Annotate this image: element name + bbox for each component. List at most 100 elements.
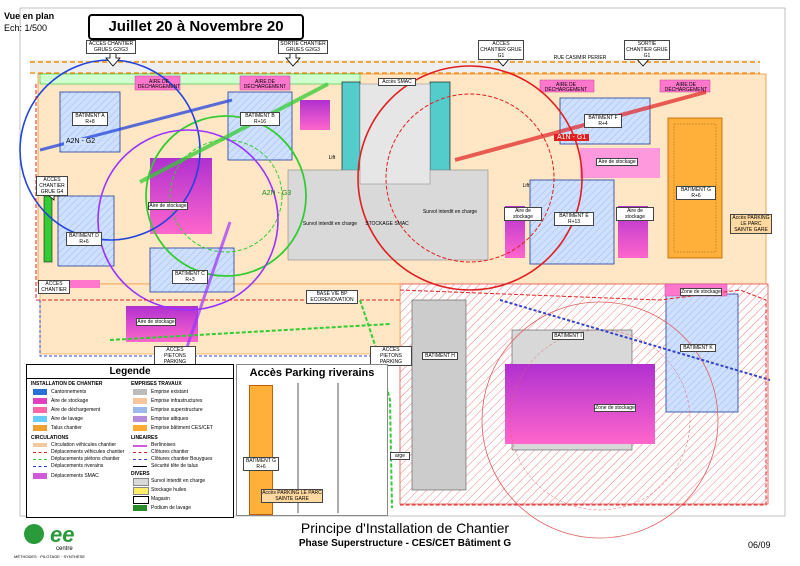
legend-item: Circulation véhicules chantier (51, 442, 117, 448)
legend-item: Emprise attiques (151, 416, 189, 422)
label-acces-g4: ACCES CHANTIER GRUE G4 (36, 176, 68, 196)
legend-div-title: DIVERS (131, 471, 150, 477)
legend-item: Emprise infrastructures (151, 398, 203, 404)
legend-swatch-magasin (133, 496, 149, 504)
label-acces-chantier: ACCES CHANTIER (38, 280, 70, 294)
label-bat-k: BATIMENT K (680, 344, 716, 352)
label-bat-g: BATIMENT G R+6 (676, 186, 716, 200)
legend-swatch-existant (133, 389, 147, 395)
legend-swatch-cantonnement (33, 389, 47, 395)
label-zone-stockage-2: Zone de stockage (594, 404, 636, 412)
legend-item: Berlinoises (151, 442, 176, 448)
logo-text: centre (56, 546, 73, 552)
label-crane-g2: A2N - G2 (64, 138, 98, 145)
survol-zone (287, 169, 489, 261)
label-bat-e: BATIMENT E R+13 (554, 212, 594, 226)
legend-item: Clôtures chantier (151, 449, 189, 455)
label-bat-h: BATIMENT H (422, 352, 458, 360)
label-dechargement-2: AIRE DE DÉCHARGEMENT (243, 79, 287, 90)
legend-item: Déplacements véhicules chantier (51, 449, 125, 455)
legend-item: Podium de lavage (151, 505, 192, 511)
legend-item: Déplacements riverains (51, 463, 104, 469)
legend-swatch-depl (33, 452, 47, 453)
label-acces-smac: Accès SMAC (378, 78, 416, 86)
legend-swatch-huiles (133, 487, 149, 495)
label-base-vie: BASE VIE BP ECORENOVATION (306, 290, 358, 304)
parking-title: Accès Parking riverains (249, 367, 375, 379)
logo-tagline: MÉTHODES · PILOTAGE · SYNTHÈSE (14, 554, 86, 559)
label-aire-stockage-3: Aire de stockage (504, 207, 542, 221)
drawing-subtitle: Phase Superstructure - CES/CET Bâtiment … (298, 538, 512, 549)
legend-item: Emprise superstructure (151, 407, 203, 413)
legend-col2-title: EMPRISES TRAVAUX (131, 381, 182, 387)
storage-magenta-1 (150, 158, 212, 234)
label-crane-g1: A1N - G1 (554, 134, 590, 141)
legend-item: Cantonnements (51, 389, 87, 395)
company-logo: ee centre MÉTHODES · PILOTAGE · SYNTHÈSE (14, 520, 92, 560)
legend-item: Aire de déchargement (51, 407, 101, 413)
label-survol-2: Survol interdit en charge (422, 209, 478, 215)
label-sortie-g1: SORTIE CHANTIER GRUE G1 (624, 40, 670, 60)
label-zone-stockage-1: Zone de stockage (680, 288, 722, 296)
label-pietons-1: ACCES PIETONS PARKING (154, 346, 196, 366)
legend-swatch-super (133, 407, 147, 413)
legend-item: Déplacements SMAC (51, 473, 99, 479)
legend-swatch-pietons (33, 459, 47, 460)
label-dechargement-3: AIRE DE DÉCHARGEMENT (544, 82, 588, 93)
label-sortie-g2g3: SORTIE CHANTIER GRUES G2/G3 (278, 40, 328, 54)
legend-item: Emprise bâtiment CES/CET (151, 425, 213, 431)
legend-swatch-berlinoises (133, 445, 147, 447)
legend-swatch-circ (33, 443, 47, 447)
legend-title: Legende (27, 365, 233, 379)
parking-road-line-2 (337, 383, 339, 513)
label-survol-1: Survol interdit en charge (302, 221, 358, 227)
legend-swatch-attiques (133, 416, 147, 422)
legend-swatch-clotures-bouygues (133, 459, 147, 460)
lift-column-west (341, 81, 361, 173)
parking-bat-g: BATIMENT G R+6 (243, 457, 279, 471)
legend-item: Magasin (151, 496, 170, 502)
crane-g3-radius (145, 115, 307, 277)
label-rue: RUE CASIMIR PERIER (553, 55, 607, 61)
parking-riverains-inset: Accès Parking riverains BATIMENT G R+6 A… (236, 364, 388, 516)
legend-item: Clôtures chantier Bouygues (151, 456, 213, 462)
label-bat-b: BATIMENT B R+16 (240, 112, 280, 126)
legend-item: Stockage huiles (151, 487, 187, 493)
legend-swatch-talus (33, 425, 47, 431)
legend-item: Talus chantier (51, 425, 82, 431)
legend-swatch-dechargement (33, 407, 47, 413)
logo-mark-icon: ee (24, 522, 74, 547)
label-aire-stockage-2: Aire de stockage (596, 158, 638, 166)
label-bat-c: BATIMENT C R+3 (172, 270, 208, 284)
label-bat-d: BATIMENT D R+6 (66, 232, 102, 246)
label-dechargement-1: AIRE DE DÉCHARGEMENT (137, 79, 181, 90)
label-aire-stockage-5: Aire de stockage (136, 318, 176, 326)
svg-text:ee: ee (50, 522, 74, 547)
legend-item: Emprise existant (151, 389, 188, 395)
parking-gare-label: Accès PARKING LE PARC SAINTE GARE (261, 489, 323, 503)
label-acces-g2g3: ACCES CHANTIER GRUES G2/G3 (86, 40, 136, 54)
legend-circ-title: CIRCULATIONS (31, 435, 69, 441)
label-arge: arge (390, 452, 410, 460)
legend-swatch-riverains (33, 466, 47, 467)
label-lift-1: Lift (328, 155, 336, 161)
legend-swatch-lavage (33, 416, 47, 422)
view-label: Vue en plan (4, 11, 55, 21)
label-stockage-smac: STOCKAGE SMAC (365, 221, 409, 227)
legend: Legende INSTALLATION DE CHANTIER Cantonn… (26, 364, 234, 518)
storage-magenta-6 (300, 100, 330, 130)
legend-swatch-clotures (133, 452, 147, 453)
label-bat-i: BATIMENT I (552, 332, 584, 340)
period-banner: Juillet 20 à Novembre 20 (88, 14, 304, 40)
legend-item: Aire de stockage (51, 398, 89, 404)
legend-item: Déplacements piétons chantier (51, 456, 120, 462)
label-dechargement-4: AIRE DE DÉCHARGEMENT (664, 82, 708, 93)
label-bat-a: BATIMENT A R+8 (72, 112, 108, 126)
label-lift-2: Lift (522, 183, 530, 189)
top-road (30, 60, 760, 74)
label-aire-stockage-1: Aire de stockage (148, 202, 188, 210)
legend-swatch-stockage (33, 398, 47, 404)
legend-swatch-survol (133, 478, 149, 486)
building-b (227, 91, 293, 161)
